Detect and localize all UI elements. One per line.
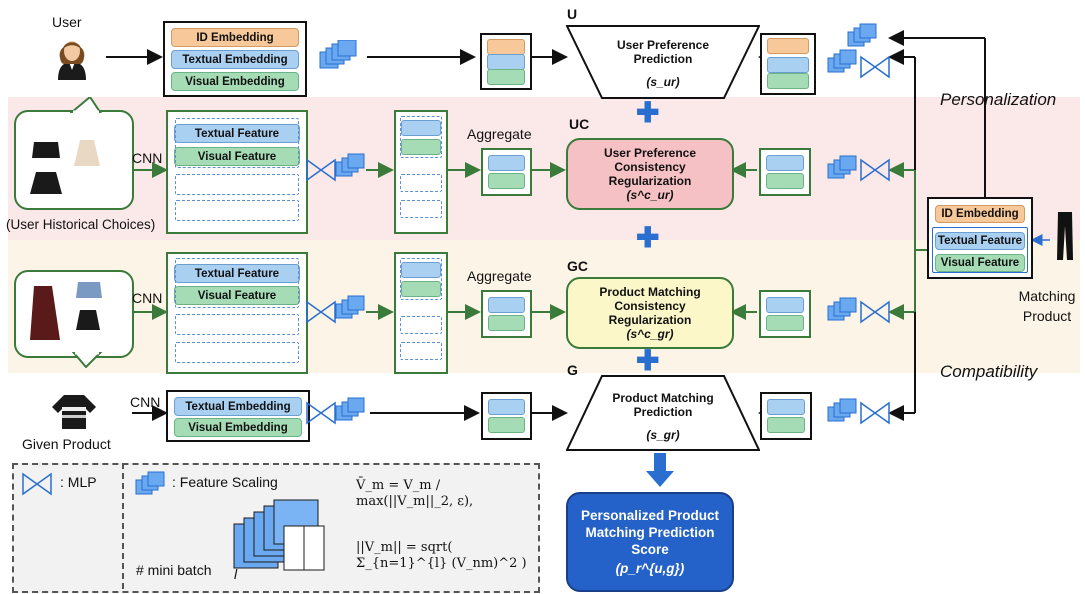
final-score-formula: (p_r^{u,g}) [615, 561, 685, 576]
mlp-icon-gc [306, 300, 336, 329]
textual-embedding-g: Textual Embedding [174, 397, 302, 416]
user-mini-stack [480, 33, 532, 90]
gc-feature-panel: Textual Feature Visual Feature [166, 252, 308, 374]
sweater-icon [52, 393, 96, 434]
compatibility-label: Compatibility [940, 362, 1038, 381]
uc-right-panel [759, 148, 811, 196]
given-history-bubble [14, 270, 134, 358]
id-embedding-mp: ID Embedding [935, 205, 1025, 223]
clothing-items-gc-icon [30, 280, 120, 351]
bubble-tail [70, 97, 102, 113]
branch-g-label: G [567, 362, 578, 378]
user-avatar-icon [50, 34, 94, 80]
feature-scaling-icon-uc [334, 152, 370, 187]
right-u-stack [760, 33, 816, 95]
right-g-stack [760, 392, 812, 440]
textual-embedding: Textual Embedding [171, 50, 299, 69]
legend-feature-scaling-label: : Feature Scaling [172, 474, 278, 490]
user-label: User [52, 14, 82, 30]
branch-uc-label: UC [569, 116, 590, 132]
gc-aggregate-panel [481, 290, 532, 338]
prod-match-pred-score: (s_gr) [646, 428, 680, 442]
visual-embedding: Visual Embedding [171, 72, 299, 91]
uc-regularization-box: User Preference Consistency Regularizati… [566, 138, 734, 210]
given-mini-stack [481, 392, 532, 440]
final-score-box: Personalized Product Matching Prediction… [566, 492, 734, 592]
visual-feature-gc: Visual Feature [174, 286, 300, 305]
uc-aggregate-panel [481, 148, 532, 196]
user-pref-pred-text: User Preference Prediction [616, 38, 710, 66]
given-embedding-panel: Textual Embedding Visual Embedding [166, 390, 310, 442]
feature-scaling-icon-gc [334, 294, 370, 329]
textual-feature-gc: Textual Feature [174, 264, 300, 283]
visual-embedding-g: Visual Embedding [174, 418, 302, 437]
legend-mlp-icon [22, 472, 52, 501]
textual-feature-uc: Textual Feature [174, 124, 300, 143]
branch-gc-label: GC [567, 258, 588, 274]
feature-scaling-icon-u2 [846, 22, 882, 57]
clothing-items-icon [30, 138, 120, 205]
feature-scaling-icon-g [334, 396, 370, 431]
user-embedding-panel: ID Embedding Textual Embedding Visual Em… [163, 21, 307, 97]
uc-feature-panel: Textual Feature Visual Feature [166, 110, 308, 234]
legend-norm-formula: ||V_m|| = sqrt( Σ_{n=1}^{l} (V_nm)^2 ) [356, 540, 527, 571]
personalization-label: Personalization [940, 90, 1057, 109]
prod-match-pred-text: Product Matching Prediction [612, 391, 714, 419]
plus-icon-2: ✚ [636, 222, 660, 253]
user-historical-choices-label: (User Historical Choices) [6, 217, 156, 232]
user-pref-pred-score: (s_ur) [646, 75, 680, 89]
id-embedding: ID Embedding [171, 28, 299, 47]
matching-product-panel: ID Embedding Textual Feature Visual Feat… [927, 197, 1033, 279]
uc-scaled-panel [394, 110, 448, 234]
feature-scaling-icon-uc-right [826, 154, 862, 189]
mlp-icon-g [306, 401, 336, 430]
textual-feature-mp: Textual Feature [935, 232, 1025, 250]
mini-batch-stack-icon [228, 496, 338, 581]
feature-scaling-icon-u [826, 48, 862, 83]
legend-divider [122, 463, 124, 589]
feature-scaling-icon-g-right [826, 397, 862, 432]
mlp-icon-uc [306, 158, 336, 187]
gc-regularization-score: (s^c_gr) [626, 327, 674, 341]
matching-product-label: Matching Product [1018, 288, 1076, 324]
legend-feature-scaling-icon [134, 470, 170, 505]
feature-scaling-icon-gc-right [826, 296, 862, 331]
mlp-icon-g-right [860, 401, 890, 430]
mlp-icon-u [860, 55, 890, 84]
aggregate-label-gc: Aggregate [467, 268, 532, 284]
user-pref-pred-trapezoid [566, 25, 760, 99]
aggregate-label-uc: Aggregate [467, 126, 532, 142]
plus-icon-3: ✚ [636, 345, 660, 376]
mlp-icon-uc-right [860, 158, 890, 187]
gc-right-panel [759, 290, 811, 338]
mlp-icon-gc-right [860, 300, 890, 329]
gc-regularization-box: Product Matching Consistency Regularizat… [566, 277, 734, 349]
down-arrow-icon [646, 453, 674, 487]
trousers-icon [1056, 212, 1074, 265]
legend-mlp-label: : MLP [60, 474, 97, 490]
cnn-label-g: CNN [130, 394, 161, 410]
plus-icon-1: ✚ [636, 97, 660, 128]
gc-regularization-text: Product Matching Consistency Regularizat… [599, 285, 701, 327]
uc-regularization-text: User Preference Consistency Regularizati… [603, 146, 697, 188]
legend-l-label: l [234, 566, 238, 582]
cnn-label-uc: CNN [132, 150, 163, 166]
final-score-text: Personalized Product Matching Prediction… [580, 508, 720, 557]
visual-feature-mp: Visual Feature [935, 254, 1025, 272]
bubble-tail-gc [72, 352, 103, 368]
branch-u-label: U [567, 6, 578, 22]
prod-match-pred-trapezoid [566, 375, 760, 451]
uc-regularization-score: (s^c_ur) [626, 188, 674, 202]
legend-scaling-formula: V̄_m = V_m / max(||V_m||_2, ε), [356, 478, 474, 509]
feature-scaling-icon [316, 39, 360, 79]
gc-scaled-panel [394, 252, 448, 374]
given-product-label: Given Product [22, 436, 111, 452]
legend-mini-batch-label: # mini batch [136, 562, 212, 578]
visual-feature-uc: Visual Feature [174, 147, 300, 166]
cnn-label-gc: CNN [132, 290, 163, 306]
